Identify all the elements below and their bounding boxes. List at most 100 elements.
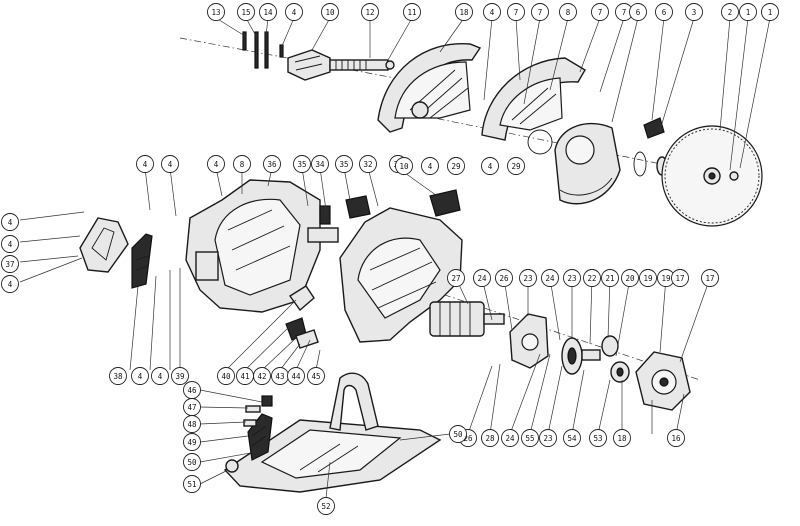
callout-label: 19 — [643, 274, 652, 283]
callout-circle — [395, 157, 413, 175]
callout-circle — [183, 433, 201, 451]
callout-circle — [563, 429, 581, 447]
callout-label: 28 — [485, 434, 495, 443]
callout-10: 10 — [395, 157, 413, 175]
callout-circle — [671, 269, 689, 287]
callout-12: 12 — [361, 3, 379, 21]
callout-label: 14 — [263, 8, 273, 17]
callout-label: 21 — [605, 274, 614, 283]
callout-32: 32 — [359, 155, 377, 173]
callout-circle — [109, 367, 127, 385]
callout-label: 48 — [187, 420, 197, 429]
part-upper-guard — [377, 42, 482, 133]
callout-50: 50 — [449, 425, 467, 443]
callout-label: 4 — [143, 160, 148, 169]
callout-circle — [685, 3, 703, 21]
callout-circle — [207, 3, 225, 21]
callout-8: 8 — [559, 3, 577, 21]
callout-circle — [1, 275, 19, 293]
callout-17: 17 — [671, 269, 689, 287]
callout-label: 4 — [8, 240, 13, 249]
callout-4: 4 — [131, 367, 149, 385]
callout-circle — [495, 269, 513, 287]
part-front-handle — [79, 217, 129, 273]
callout-circle — [531, 3, 549, 21]
callout-circle — [449, 425, 467, 443]
callout-label: 29 — [451, 162, 460, 171]
part-saw-blade — [661, 125, 763, 227]
callout-circle — [701, 269, 719, 287]
callout-label: 3 — [692, 8, 697, 17]
callout-44: 44 — [287, 367, 305, 385]
part-bevel-knob — [243, 395, 273, 427]
callout-4: 4 — [161, 155, 179, 173]
callout-circle — [321, 3, 339, 21]
callout-51: 51 — [183, 475, 201, 493]
callout-label: 15 — [241, 8, 250, 17]
callout-40: 40 — [217, 367, 235, 385]
callout-24: 24 — [541, 269, 559, 287]
callout-circle — [473, 269, 491, 287]
part-switch — [131, 233, 153, 289]
callout-circle — [601, 269, 619, 287]
part-gear-cluster — [561, 337, 601, 375]
part-screws-top — [242, 31, 284, 69]
callout-label: 22 — [587, 274, 596, 283]
callout-circle — [667, 429, 685, 447]
callout-circle — [253, 367, 271, 385]
callout-4: 4 — [1, 213, 19, 231]
callout-circle — [721, 3, 739, 21]
callout-4: 4 — [483, 3, 501, 21]
callout-3: 3 — [685, 3, 703, 21]
callout-label: 23 — [523, 274, 532, 283]
callout-circle — [621, 269, 639, 287]
part-depth-bracket — [329, 372, 379, 431]
callout-circle — [233, 155, 251, 173]
callout-35: 35 — [293, 155, 311, 173]
callout-label: 1 — [768, 8, 773, 17]
callout-label: 23 — [543, 434, 552, 443]
part-lower-guard — [481, 57, 586, 141]
callout-11: 11 — [403, 3, 421, 21]
callout-19: 19 — [639, 269, 657, 287]
callout-circle — [639, 269, 657, 287]
part-armature-shaft — [329, 59, 395, 71]
callout-37: 37 — [1, 255, 19, 273]
callout-4: 4 — [481, 157, 499, 175]
callout-label: 46 — [187, 386, 197, 395]
callout-8: 8 — [233, 155, 251, 173]
callout-circle — [171, 367, 189, 385]
callout-label: 11 — [407, 8, 416, 17]
callout-29: 29 — [447, 157, 465, 175]
callout-circle — [136, 155, 154, 173]
callout-circle — [287, 367, 305, 385]
leader-lines — [129, 17, 771, 499]
callout-20: 20 — [621, 269, 639, 287]
callout-circle — [293, 155, 311, 173]
callout-4: 4 — [151, 367, 169, 385]
callout-47: 47 — [183, 398, 201, 416]
callout-circle — [403, 3, 421, 21]
callout-label: 17 — [705, 274, 714, 283]
callout-label: 4 — [168, 160, 173, 169]
callout-2: 2 — [721, 3, 739, 21]
callout-6: 6 — [629, 3, 647, 21]
part-base-plate — [223, 419, 442, 493]
callout-52: 52 — [317, 497, 335, 515]
callout-circle — [259, 3, 277, 21]
callout-circle — [131, 367, 149, 385]
callout-label: 26 — [499, 274, 509, 283]
callout-7: 7 — [507, 3, 525, 21]
callout-28: 28 — [481, 429, 499, 447]
callout-label: 4 — [292, 8, 297, 17]
callout-22: 22 — [583, 269, 601, 287]
callout-circle — [761, 3, 779, 21]
callout-circle — [359, 155, 377, 173]
callout-label: 6 — [662, 8, 667, 17]
callout-circle — [589, 429, 607, 447]
callout-26: 26 — [495, 269, 513, 287]
callout-36: 36 — [263, 155, 281, 173]
callout-13: 13 — [207, 3, 225, 21]
part-armature — [429, 301, 505, 337]
callout-label: 37 — [5, 260, 14, 269]
